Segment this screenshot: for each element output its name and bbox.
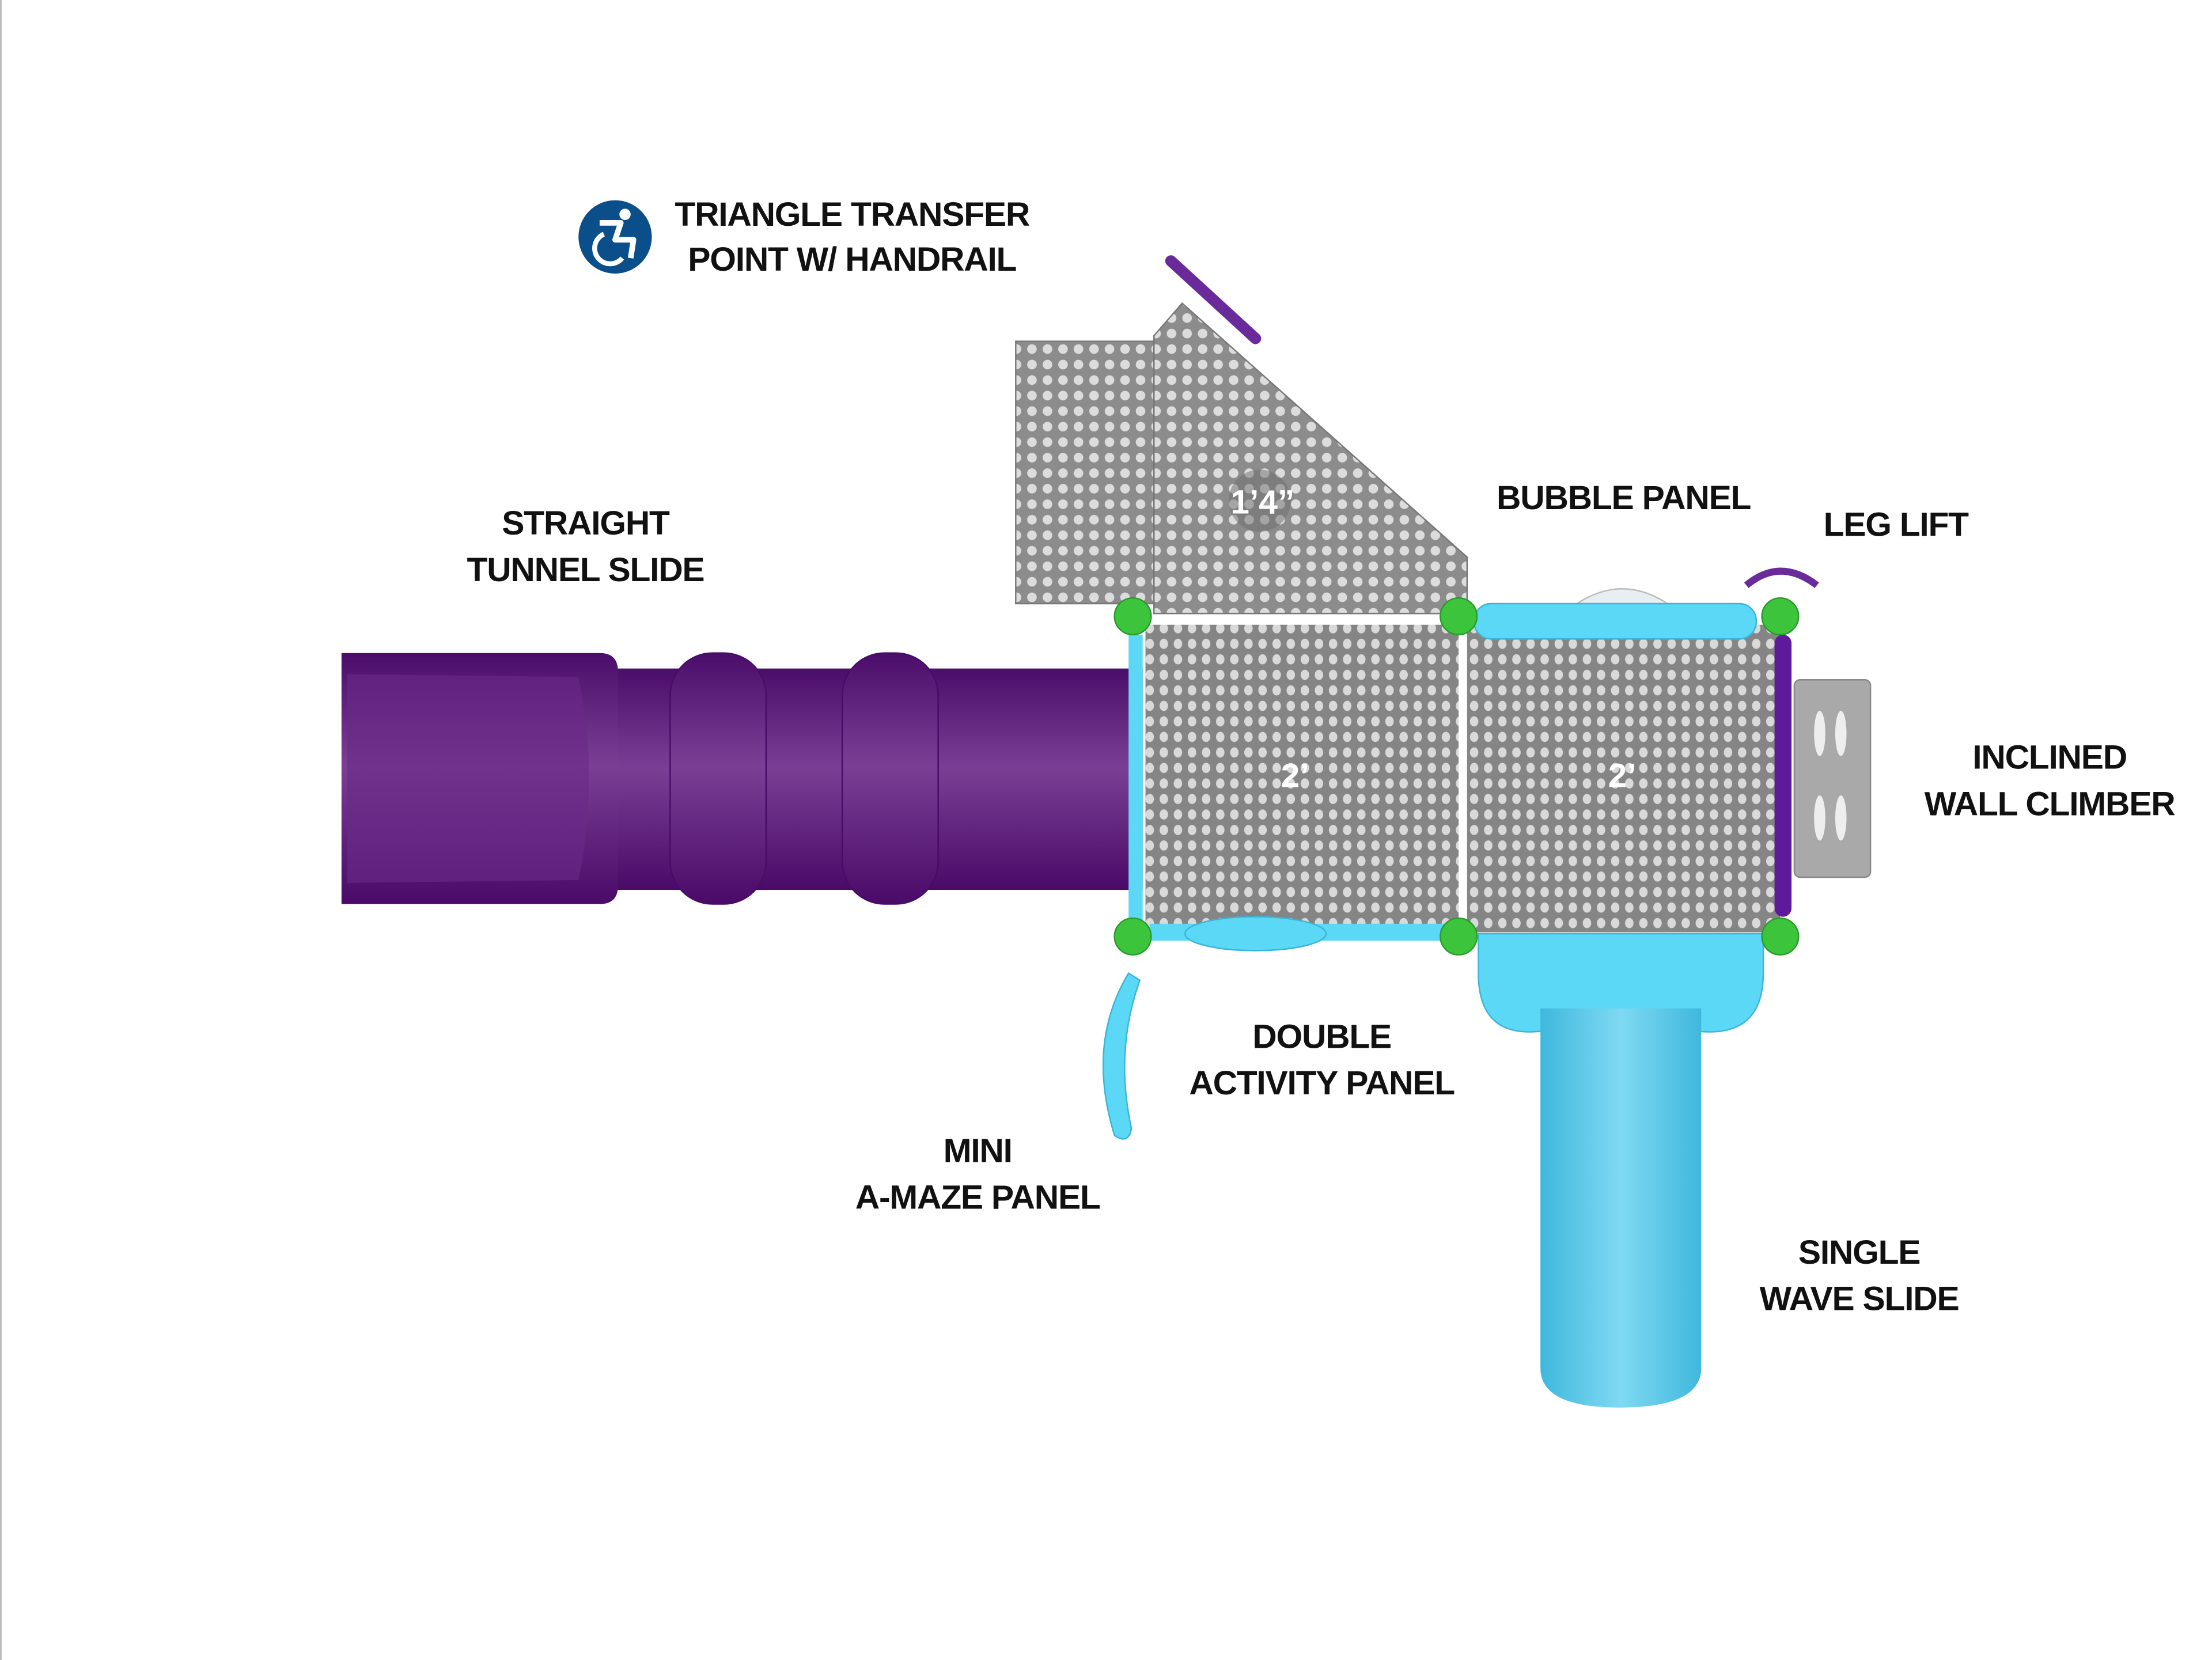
svg-text:ACTIVITY PANEL: ACTIVITY PANEL [1189,1064,1455,1102]
label-leg-lift: LEG LIFT [1824,506,1969,543]
deck-posts [1113,597,1800,956]
svg-text:STRAIGHT: STRAIGHT [502,505,670,542]
label-activity-panel: DOUBLE ACTIVITY PANEL [1189,1018,1455,1102]
single-wave-slide [1478,933,1764,1408]
svg-text:WALL CLIMBER: WALL CLIMBER [1925,785,2175,823]
deck-right-height-label: 2’ [1608,757,1637,794]
deck-left-height-label: 2’ [1281,757,1309,794]
straight-tunnel-slide [341,652,1143,905]
deck-right: 2’ [1467,624,1781,933]
inclined-wall-climber [1793,679,1872,878]
leg-lift-post [1774,634,1792,917]
label-wave-slide: SINGLE WAVE SLIDE [1760,1234,1960,1318]
deck-left: 2’ [1145,624,1459,933]
label-bubble-panel: BUBBLE PANEL [1497,479,1751,517]
svg-text:SINGLE: SINGLE [1798,1234,1920,1271]
label-wall-climber: INCLINED WALL CLIMBER [1925,738,2176,823]
label-tunnel-slide: STRAIGHT TUNNEL SLIDE [467,505,705,589]
mini-a-maze-panel [1102,972,1141,1140]
deck-rail [1128,634,1143,924]
svg-text:INCLINED: INCLINED [1972,738,2127,776]
svg-text:WAVE SLIDE: WAVE SLIDE [1760,1280,1959,1318]
triangle-transfer-point: 1’4” [1015,255,1468,615]
double-activity-panel [1149,916,1446,952]
svg-text:TUNNEL SLIDE: TUNNEL SLIDE [467,551,704,589]
label-maze-panel: MINI A-MAZE PANEL [855,1132,1101,1216]
wheelchair-accessible-icon [578,200,652,274]
transfer-height-label: 1’4” [1230,483,1294,521]
svg-text:DOUBLE: DOUBLE [1252,1018,1391,1055]
svg-text:A-MAZE PANEL: A-MAZE PANEL [855,1178,1100,1216]
label-triangle-transfer: TRIANGLE TRANSFER POINT W/ HANDRAIL [675,196,1031,278]
svg-text:TRIANGLE TRANSFER: TRIANGLE TRANSFER [675,196,1029,233]
left-border [0,0,2,1660]
svg-text:POINT W/ HANDRAIL: POINT W/ HANDRAIL [688,241,1016,278]
svg-text:MINI: MINI [944,1132,1012,1170]
leg-lift [1744,567,1819,589]
bubble-panel [1473,588,1758,640]
